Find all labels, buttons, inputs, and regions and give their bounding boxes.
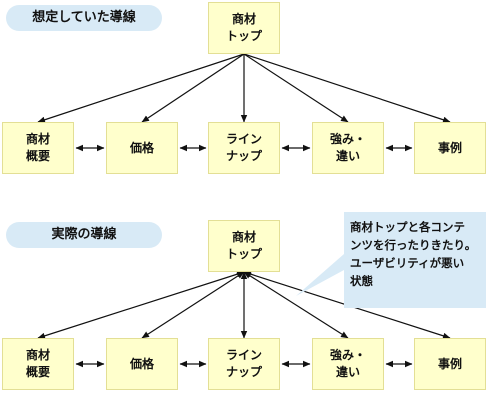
bottom-hub-box: 商材 トップ: [208, 220, 280, 272]
top-node-price: 価格: [106, 122, 178, 174]
node-label: 事例: [437, 356, 462, 371]
bottom-node-price: 価格: [106, 338, 178, 390]
node-label: 価格: [129, 140, 154, 155]
top-flow-arrow: [37, 53, 245, 123]
top-flow-arrow: [243, 53, 451, 123]
node-label: ライン: [225, 132, 262, 146]
section-label-actual: 実際の導線: [6, 222, 162, 248]
node-label: 概要: [25, 149, 50, 163]
node-label: ナップ: [225, 365, 262, 379]
top-node-lineup: ライン ナップ: [208, 122, 280, 174]
callout-text: 商材トップと各コンテ ンツを行ったりきたり。 ユーザビリティが悪い 状態: [350, 218, 482, 290]
node-label: 強み・: [329, 132, 366, 146]
callout-line: 状態: [350, 274, 373, 288]
top-node-overview: 商材 概要: [2, 122, 74, 174]
node-label: ライン: [225, 348, 262, 362]
callout-line: ユーザビリティが悪い: [350, 256, 465, 270]
node-label: 強み・: [329, 348, 366, 362]
node-label: 商材: [25, 348, 50, 362]
bottom-node-overview: 商材 概要: [2, 338, 74, 390]
bottom-flow-arrow: [141, 271, 245, 339]
top-flow-arrow: [243, 53, 349, 123]
node-label: ナップ: [225, 149, 262, 163]
bottom-node-lineup: ライン ナップ: [208, 338, 280, 390]
node-label: 違い: [335, 365, 360, 379]
callout-shape: [296, 212, 486, 308]
node-label: 商材: [25, 132, 50, 146]
node-label: 価格: [129, 356, 154, 371]
bottom-hub-line1: 商材: [231, 230, 256, 244]
node-label: 違い: [335, 149, 360, 163]
node-label: 事例: [437, 140, 462, 155]
bottom-node-cases: 事例: [414, 338, 486, 390]
top-flow-arrow: [141, 53, 245, 123]
top-flow-arrows: [37, 53, 451, 152]
top-hub-line1: 商材: [231, 12, 256, 26]
top-hub-box: 商材 トップ: [208, 2, 280, 54]
section-label-intended: 想定していた導線: [6, 5, 162, 31]
top-node-cases: 事例: [414, 122, 486, 174]
top-hub-line2: トップ: [225, 29, 262, 43]
bottom-node-strengths: 強み・ 違い: [312, 338, 384, 390]
bottom-hub-line2: トップ: [225, 247, 262, 261]
callout-line: ンツを行ったりきたり。: [350, 238, 477, 252]
callout-line: 商材トップと各コンテ: [350, 220, 465, 234]
top-node-strengths: 強み・ 違い: [312, 122, 384, 174]
node-label: 概要: [25, 365, 50, 379]
